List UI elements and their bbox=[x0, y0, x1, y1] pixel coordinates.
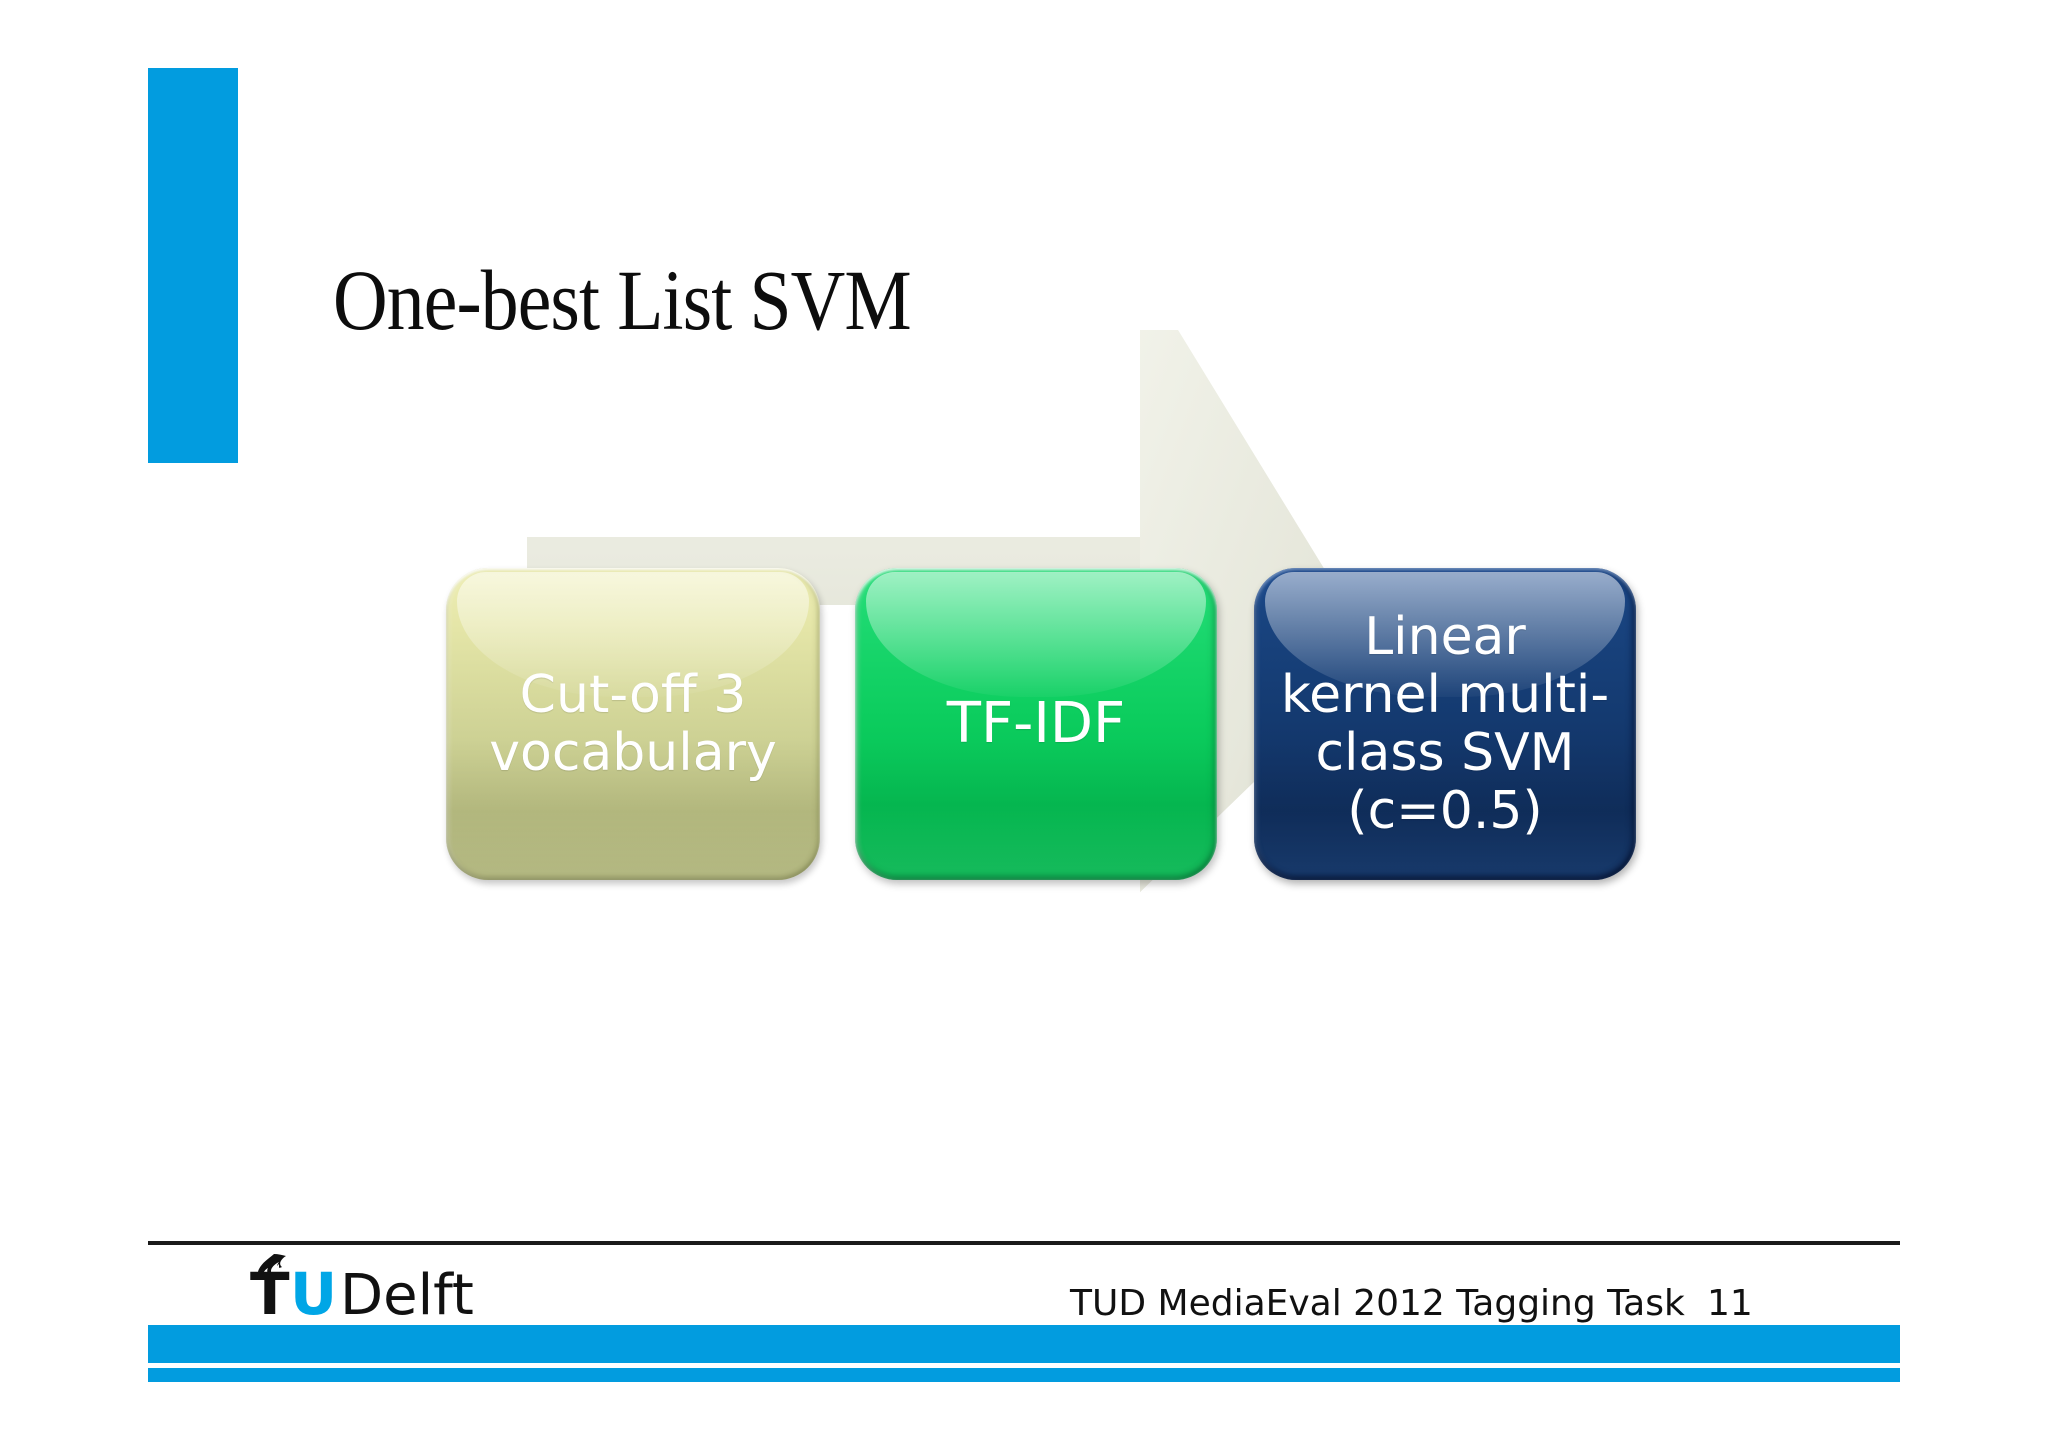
stage-label-cutoff-line2: vocabulary bbox=[489, 723, 777, 783]
title-accent-bar bbox=[148, 68, 238, 463]
logo-letter-t: T bbox=[250, 1260, 290, 1326]
stage-label-cutoff-line1: Cut-off 3 bbox=[519, 664, 747, 725]
page-title: One-best List SVM bbox=[333, 252, 912, 348]
logo-letter-u: U bbox=[290, 1260, 337, 1326]
stage-label-svm: Linear kernel multi- class SVM (c=0.5) bbox=[1265, 606, 1625, 842]
stage-label-cutoff: Cut-off 3 vocabulary bbox=[473, 664, 792, 783]
logo-word-delft: Delft bbox=[340, 1263, 474, 1326]
stage-box-cutoff-vocabulary[interactable]: Cut-off 3 vocabulary bbox=[446, 568, 820, 880]
stage-label-svm-line3: class SVM bbox=[1315, 723, 1575, 783]
stage-label-svm-line4: (c=0.5) bbox=[1347, 781, 1543, 842]
footer-bar-secondary bbox=[148, 1368, 1900, 1382]
stage-box-linear-kernel-svm[interactable]: Linear kernel multi- class SVM (c=0.5) bbox=[1254, 568, 1636, 880]
footer-caption: TUD MediaEval 2012 Tagging Task bbox=[1070, 1283, 1685, 1324]
tu-delft-logo: T U Delft bbox=[248, 1252, 478, 1326]
stage-label-svm-line2: kernel multi- bbox=[1280, 664, 1610, 725]
stage-box-tfidf[interactable]: TF-IDF bbox=[855, 568, 1217, 880]
footer-bar-primary bbox=[148, 1325, 1900, 1363]
stage-label-tfidf: TF-IDF bbox=[931, 690, 1141, 756]
stage-label-svm-line1: Linear bbox=[1364, 606, 1526, 667]
flame-icon bbox=[257, 1254, 286, 1280]
stage-label-tfidf-line1: TF-IDF bbox=[946, 690, 1126, 756]
page-number: 11 bbox=[1707, 1283, 1753, 1324]
footer-divider bbox=[148, 1241, 1900, 1245]
